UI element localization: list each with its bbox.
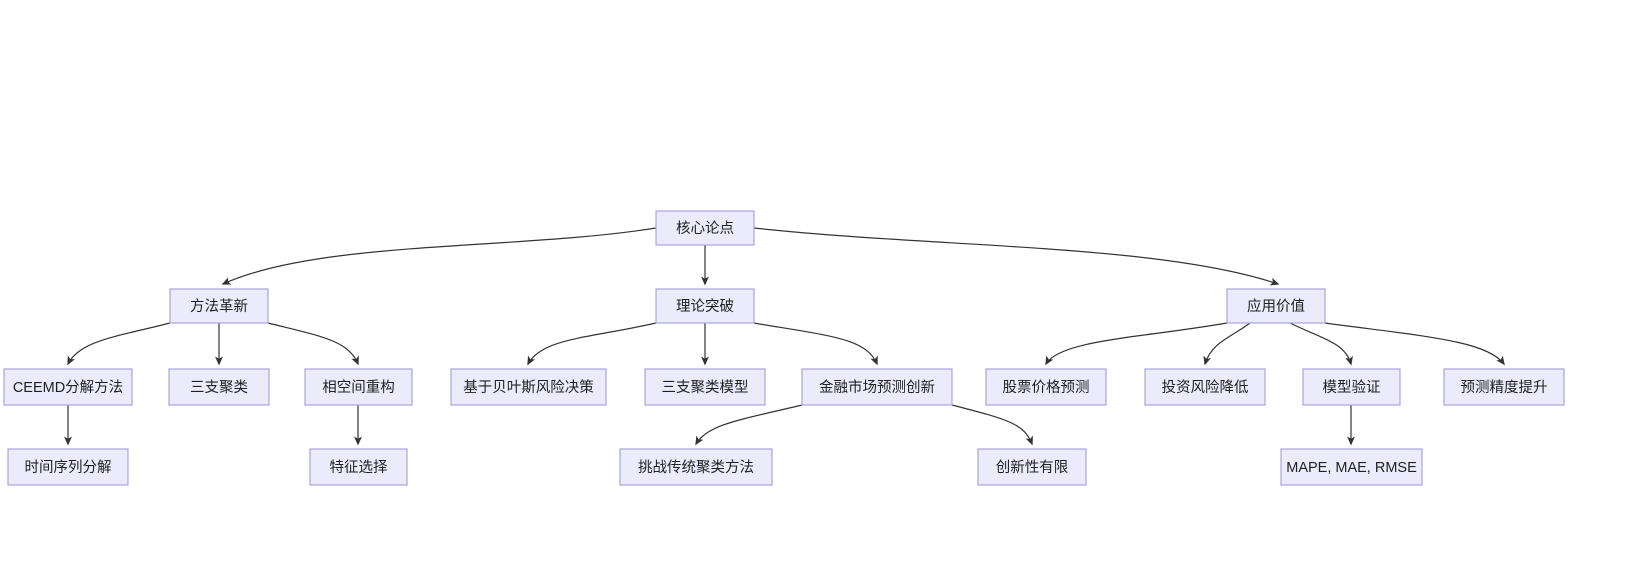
node-label-l3_stock: 股票价格预测	[1003, 379, 1090, 396]
edge-l3_fin-to-l4_lim	[951, 404, 1033, 446]
node-box-l2_theory[interactable]	[655, 288, 755, 324]
node-box-l3_fin[interactable]	[801, 368, 953, 406]
node-label-l4_lim: 创新性有限	[996, 459, 1069, 476]
edge-layer	[64, 227, 1505, 446]
node-l3_three[interactable]: 三支聚类	[168, 368, 270, 406]
node-l2_value[interactable]: 应用价值	[1226, 288, 1326, 324]
node-l2_method[interactable]: 方法革新	[169, 288, 269, 324]
node-label-l3_risk: 投资风险降低	[1162, 379, 1249, 396]
node-label-l3_fin: 金融市场预测创新	[819, 379, 935, 396]
node-l3_twm[interactable]: 三支聚类模型	[644, 368, 766, 406]
node-box-l3_ceemd[interactable]	[3, 368, 133, 406]
node-label-l4_metric: MAPE, MAE, RMSE	[1286, 460, 1417, 476]
edge-l2_value-to-l3_acc	[1324, 322, 1505, 366]
node-box-l3_stock[interactable]	[985, 368, 1107, 406]
node-l3_valid[interactable]: 模型验证	[1302, 368, 1401, 406]
node-l4_chal[interactable]: 挑战传统聚类方法	[619, 448, 773, 486]
node-box-l3_three[interactable]	[168, 368, 270, 406]
edge-l2_theory-to-l3_bayes	[527, 322, 657, 366]
node-label-root: 核心论点	[676, 220, 734, 237]
node-l4_metric[interactable]: MAPE, MAE, RMSE	[1280, 448, 1423, 486]
edge-l2_value-to-l3_valid	[1289, 322, 1353, 366]
node-box-l3_phase[interactable]	[304, 368, 413, 406]
node-box-l3_bayes[interactable]	[450, 368, 607, 406]
node-label-l3_phase: 相空间重构	[322, 379, 395, 396]
node-root[interactable]: 核心论点	[655, 210, 755, 246]
node-box-l4_lim[interactable]	[977, 448, 1087, 486]
node-box-l3_twm[interactable]	[644, 368, 766, 406]
node-box-l3_acc[interactable]	[1443, 368, 1565, 406]
node-l3_bayes[interactable]: 基于贝叶斯风险决策	[450, 368, 607, 406]
node-label-l2_value: 应用价值	[1247, 297, 1305, 315]
node-label-l4_tsd: 时间序列分解	[25, 459, 112, 476]
node-label-l3_acc: 预测精度提升	[1461, 379, 1548, 396]
node-label-l3_ceemd: CEEMD分解方法	[13, 379, 123, 396]
node-l4_lim[interactable]: 创新性有限	[977, 448, 1087, 486]
node-box-l4_chal[interactable]	[619, 448, 773, 486]
node-box-root[interactable]	[655, 210, 755, 246]
node-box-l4_feat[interactable]	[309, 448, 408, 486]
node-l3_stock[interactable]: 股票价格预测	[985, 368, 1107, 406]
node-label-l3_valid: 模型验证	[1323, 379, 1381, 396]
edge-l2_value-to-l3_risk	[1203, 322, 1251, 366]
node-label-l3_twm: 三支聚类模型	[662, 379, 749, 396]
edge-root-to-l2_method	[221, 227, 657, 285]
node-label-l3_three: 三支聚类	[190, 379, 248, 396]
node-l2_theory[interactable]: 理论突破	[655, 288, 755, 324]
node-l3_fin[interactable]: 金融市场预测创新	[801, 368, 953, 406]
node-l4_feat[interactable]: 特征选择	[309, 448, 408, 486]
node-l3_ceemd[interactable]: CEEMD分解方法	[3, 368, 133, 406]
node-label-l3_bayes: 基于贝叶斯风险决策	[463, 379, 594, 396]
node-box-l2_value[interactable]	[1226, 288, 1326, 324]
node-l3_acc[interactable]: 预测精度提升	[1443, 368, 1565, 406]
edge-l3_fin-to-l4_chal	[695, 404, 803, 446]
node-box-l2_method[interactable]	[169, 288, 269, 324]
node-l3_phase[interactable]: 相空间重构	[304, 368, 413, 406]
edge-l2_method-to-l3_ceemd	[67, 322, 171, 366]
edge-l2_theory-to-l3_fin	[753, 322, 878, 366]
node-box-l3_valid[interactable]	[1302, 368, 1401, 406]
edge-l2_method-to-l3_phase	[267, 322, 359, 366]
node-l3_risk[interactable]: 投资风险降低	[1144, 368, 1266, 406]
node-box-l4_metric[interactable]	[1280, 448, 1423, 486]
edge-root-to-l2_value	[753, 227, 1280, 286]
node-box-l3_risk[interactable]	[1144, 368, 1266, 406]
node-label-l4_chal: 挑战传统聚类方法	[638, 459, 754, 476]
node-label-l2_method: 方法革新	[190, 298, 248, 315]
node-box-l4_tsd[interactable]	[7, 448, 129, 486]
node-label-l2_theory: 理论突破	[676, 298, 734, 315]
edge-l2_value-to-l3_stock	[1045, 322, 1228, 366]
node-l4_tsd[interactable]: 时间序列分解	[7, 448, 129, 486]
node-label-l4_feat: 特征选择	[330, 459, 388, 476]
